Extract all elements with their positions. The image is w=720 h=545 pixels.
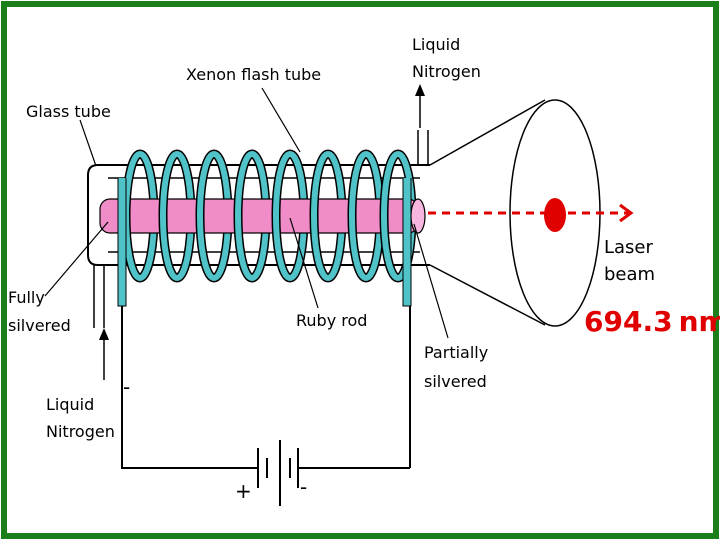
label-fully-silvered-1: Fully — [8, 288, 45, 307]
pointer-partially-silvered — [413, 223, 449, 339]
pointer-xenon — [261, 87, 301, 153]
laser-beam-arrowhead — [619, 203, 634, 223]
label-liquid-nitrogen-top-2: Nitrogen — [412, 62, 481, 81]
ruby-rod-end — [410, 198, 426, 234]
cone-bottom-line — [429, 264, 546, 326]
label-glass-tube: Glass tube — [26, 102, 111, 121]
label-liquid-nitrogen-bottom-1: Liquid — [46, 395, 94, 414]
circuit-wire — [121, 306, 258, 469]
nitrogen-bottom-arrowhead — [99, 328, 109, 340]
pointer-ruby-rod — [289, 217, 319, 309]
wavelength-value: 694.3 — [584, 305, 673, 338]
coil-turn-front — [197, 151, 215, 281]
nitrogen-top-arrowhead — [415, 84, 425, 96]
wavelength-unit: nm — [679, 305, 720, 338]
label-laser-beam-1: Laser — [604, 237, 654, 258]
label-battery-plus: + — [235, 479, 252, 503]
label-liquid-nitrogen-top-1: Liquid — [412, 35, 460, 54]
coil-turn-front — [160, 151, 178, 281]
coil-turn-front — [235, 151, 253, 281]
label-battery-minus: - — [300, 475, 307, 499]
label-partially-silvered-1: Partially — [424, 343, 488, 362]
coil-turn-front — [349, 151, 367, 281]
battery-icon — [257, 440, 299, 506]
label-circuit-minus: - — [123, 375, 130, 399]
label-xenon-flash-tube: Xenon flash tube — [186, 65, 321, 84]
label-liquid-nitrogen-bottom-2: Nitrogen — [46, 422, 115, 441]
label-laser-beam-2: beam — [604, 264, 655, 285]
coil-turn-front — [381, 151, 399, 281]
coil-turn-front — [311, 151, 329, 281]
cone-top-line — [429, 99, 546, 166]
beam-spot — [544, 198, 566, 232]
glass-tube — [87, 164, 430, 266]
label-fully-silvered-2: silvered — [8, 316, 71, 335]
nitrogen-inlet-bottom — [93, 265, 105, 328]
coil-lead-left — [117, 178, 127, 307]
coil-lead-right — [402, 178, 412, 307]
nitrogen-outlet-top — [417, 130, 429, 165]
pointer-glass — [79, 119, 97, 167]
coil-turn-front — [273, 151, 291, 281]
label-ruby-rod: Ruby rod — [296, 311, 367, 330]
pointer-fully-silvered — [44, 221, 109, 297]
label-partially-silvered-2: silvered — [424, 372, 487, 391]
ruby-rod — [99, 198, 419, 234]
